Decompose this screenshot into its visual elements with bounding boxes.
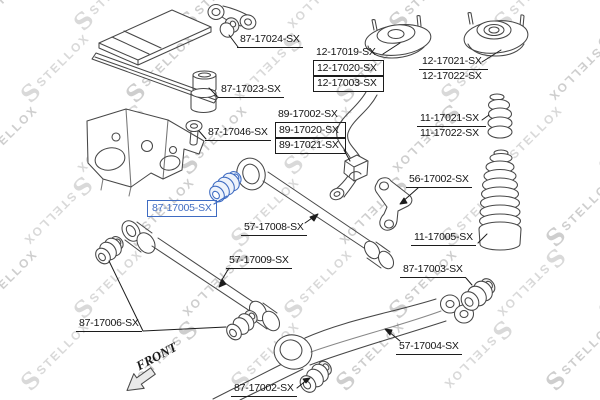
front-arrow-icon bbox=[126, 367, 156, 392]
strut-mount-right-drawing bbox=[463, 12, 529, 57]
part-label-56-17002[interactable]: 56-17002-SX bbox=[406, 173, 472, 188]
subframe-bracket-drawing bbox=[86, 108, 205, 197]
part-label-group-12-17021: 12-17021-SX 12-17022-SX bbox=[419, 55, 488, 84]
part-label-11-17022[interactable]: 11-17022-SX bbox=[420, 126, 479, 139]
part-label-87-17023[interactable]: 87-17023-SX bbox=[218, 83, 284, 98]
bushing-87-17005-highlighted-drawing bbox=[209, 171, 242, 203]
trailing-arm-drawing bbox=[212, 294, 475, 400]
part-label-87-17005-highlighted[interactable]: 87-17005-SX bbox=[147, 200, 217, 217]
part-label-12-17022[interactable]: 12-17022-SX bbox=[422, 69, 482, 82]
part-label-89-17021[interactable]: 89-17021-SX bbox=[275, 137, 346, 155]
part-label-12-17021[interactable]: 12-17021-SX bbox=[419, 54, 488, 70]
part-label-87-17006[interactable]: 87-17006-SX bbox=[76, 317, 142, 332]
grommet-87-17046-drawing bbox=[185, 119, 203, 146]
part-label-11-17005[interactable]: 11-17005-SX bbox=[411, 231, 476, 246]
part-label-57-17008[interactable]: 57-17008-SX bbox=[241, 221, 307, 236]
bushing-87-17006-left-drawing bbox=[95, 236, 124, 265]
strut-mount-left-drawing bbox=[364, 15, 432, 59]
part-label-87-17024[interactable]: 87-17024-SX bbox=[237, 33, 303, 48]
part-label-87-17002[interactable]: 87-17002-SX bbox=[231, 382, 297, 397]
part-label-89-17020[interactable]: 89-17020-SX bbox=[275, 121, 346, 139]
part-label-group-11-17021: 11-17021-SX 11-17022-SX bbox=[417, 112, 486, 141]
part-label-12-17019[interactable]: 12-17019-SX bbox=[313, 45, 382, 61]
bushing-87-17003-drawing bbox=[460, 278, 496, 311]
part-label-57-17009[interactable]: 57-17009-SX bbox=[226, 254, 292, 269]
part-label-group-89-17002: 89-17002-SX 89-17020-SX 89-17021-SX bbox=[275, 107, 346, 155]
part-label-group-12-17019: 12-17019-SX 12-17020-SX 12-17003-SX bbox=[313, 45, 384, 93]
leaf-spring-drawing bbox=[98, 9, 212, 66]
lateral-rod-lower-drawing bbox=[121, 220, 281, 332]
dust-boot-drawing bbox=[478, 149, 522, 251]
part-label-57-17004[interactable]: 57-17004-SX bbox=[396, 340, 462, 355]
bump-stop-drawing bbox=[487, 93, 513, 139]
part-label-89-17002[interactable]: 89-17002-SX bbox=[275, 107, 344, 123]
lateral-rod-upper-drawing bbox=[236, 157, 395, 270]
stabilizer-link-drawing bbox=[374, 177, 413, 231]
part-label-87-17003[interactable]: 87-17003-SX bbox=[400, 263, 466, 278]
part-label-11-17021[interactable]: 11-17021-SX bbox=[417, 111, 486, 127]
upper-link-drawing bbox=[207, 3, 257, 38]
bushing-87-17006-right-drawing bbox=[226, 310, 258, 341]
part-label-12-17003[interactable]: 12-17003-SX bbox=[313, 75, 384, 93]
part-label-12-17020[interactable]: 12-17020-SX bbox=[313, 59, 384, 77]
part-label-87-17046[interactable]: 87-17046-SX bbox=[205, 126, 271, 141]
